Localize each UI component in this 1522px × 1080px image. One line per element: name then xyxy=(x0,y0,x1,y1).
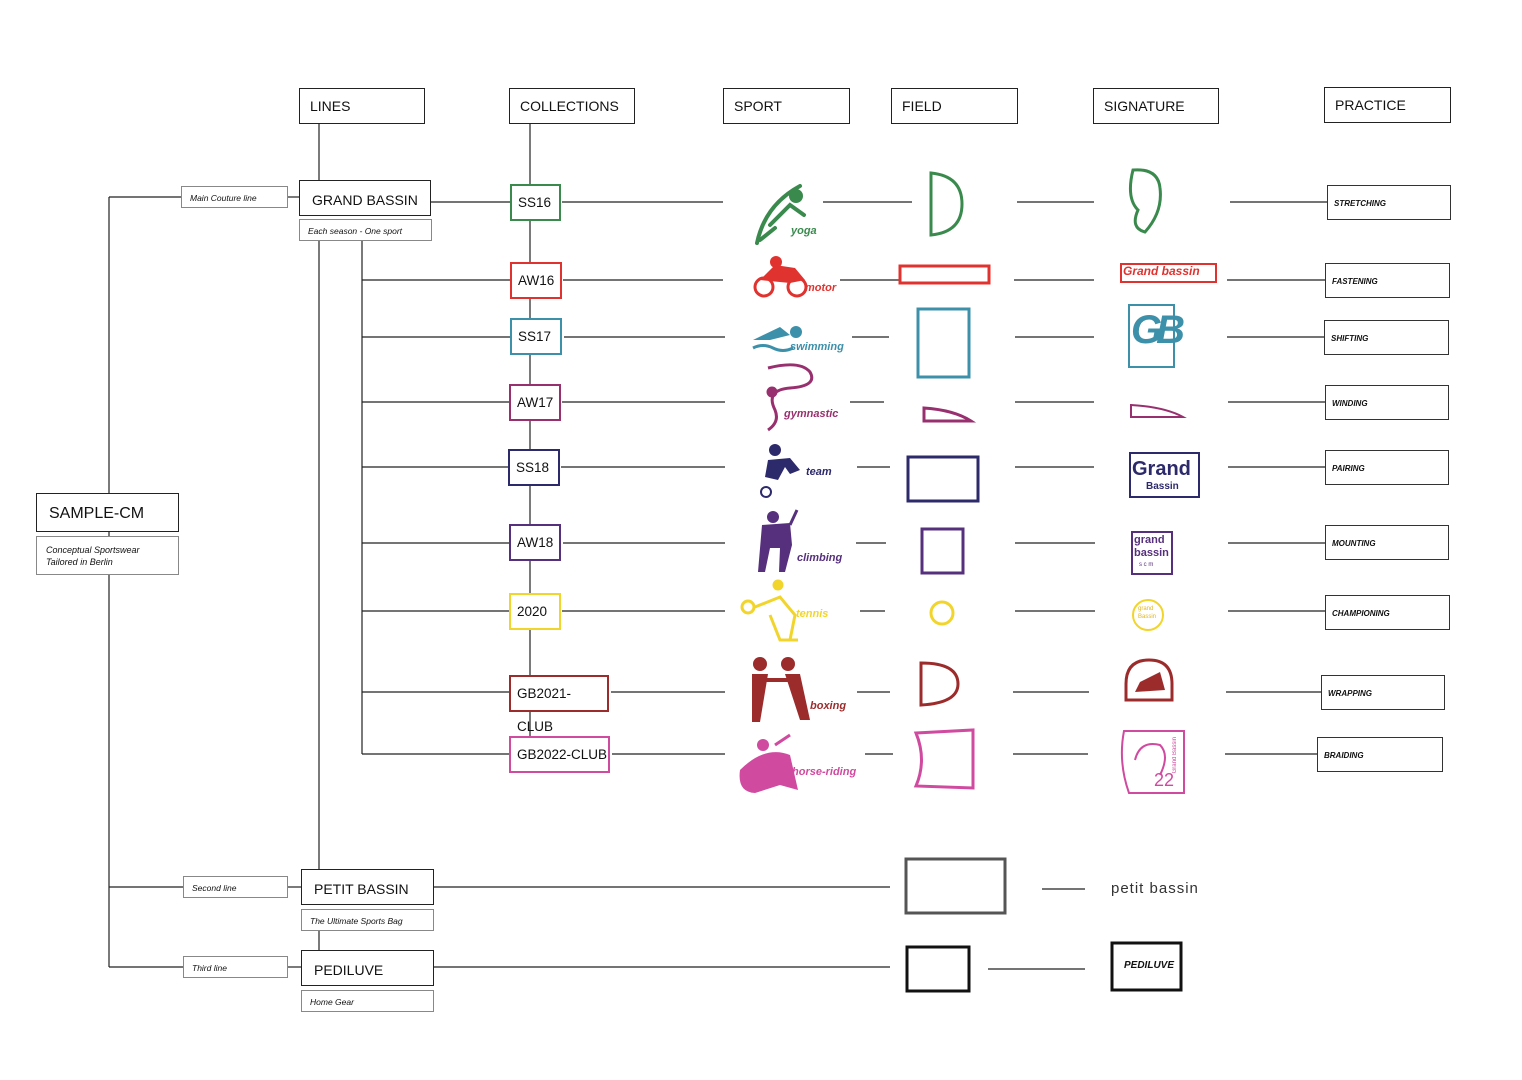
line-note-petit-bassin: The Ultimate Sports Bag xyxy=(301,909,434,931)
header-collections: COLLECTIONS xyxy=(509,88,635,124)
horse-riding-icon xyxy=(739,733,798,793)
signature-2020-text2: Bassin xyxy=(1138,614,1157,620)
line-petit-bassin: PETIT BASSIN xyxy=(301,869,434,905)
boxing-icon xyxy=(752,657,810,722)
signature-gymnastic-mark xyxy=(1130,403,1187,418)
sport-label-boxing: boxing xyxy=(810,700,847,712)
field-horse-riding-shape xyxy=(913,728,975,790)
line-label-third: Third line xyxy=(183,956,288,978)
sport-label-gymnastic: gymnastic xyxy=(784,408,839,420)
sport-icons xyxy=(739,184,814,793)
field-gymnastic-shape xyxy=(922,406,977,423)
sport-label-yoga: yoga xyxy=(791,225,817,237)
signature-tennis-circle xyxy=(1132,599,1164,631)
sport-label-swimming: swimming xyxy=(790,341,844,353)
signature-pediluve-text: PEDILUVE xyxy=(1124,960,1175,971)
signature-boxing-badge xyxy=(1124,658,1174,702)
sport-label-horse-riding: horse-riding xyxy=(792,766,857,778)
team-icon xyxy=(760,444,800,498)
signature-horse-riding-badge xyxy=(1120,730,1185,794)
climbing-icon xyxy=(758,509,799,572)
yoga-icon xyxy=(755,184,806,245)
sport-label-motor: motor xyxy=(805,282,837,294)
signature-aw18-text3: s c m xyxy=(1139,562,1154,568)
sport-label-tennis: tennis xyxy=(796,608,829,620)
signature-petit-text: petit bassin xyxy=(1111,880,1199,897)
root-title: SAMPLE-CM xyxy=(36,493,179,532)
signature-team-frame xyxy=(1129,452,1200,498)
collection-ss16: SS16 xyxy=(510,184,561,221)
signature-yoga-logo xyxy=(1128,168,1162,234)
field-yoga-shape xyxy=(929,171,964,237)
collection-aw17: AW17 xyxy=(509,384,561,421)
field-boxing-shape xyxy=(919,661,960,707)
signature-2020-text1: grand xyxy=(1138,606,1154,612)
sport-label-team: team xyxy=(806,466,832,478)
header-lines: LINES xyxy=(299,88,425,124)
signature-aw18-text1: grand xyxy=(1134,534,1165,546)
practice-braiding: BRAIDING xyxy=(1317,737,1443,772)
gymnastic-icon xyxy=(766,363,814,432)
practice-fastening: FASTENING xyxy=(1325,263,1450,298)
header-practice: PRACTICE xyxy=(1324,87,1451,123)
signature-aw18-text2: bassin xyxy=(1134,547,1169,559)
root-subtitle: Conceptual Sportswear Tailored in Berlin xyxy=(36,536,179,575)
practice-pairing: PAIRING xyxy=(1325,450,1449,485)
field-tennis-shape xyxy=(929,600,955,626)
signature-aw16-text: Grand bassin xyxy=(1123,264,1200,278)
sport-label-climbing: climbing xyxy=(797,552,843,564)
field-pediluve-shape xyxy=(905,945,971,993)
collection-gb2021-club: GB2021-CLUB xyxy=(509,675,609,734)
practice-shifting: SHIFTING xyxy=(1324,320,1449,355)
collection-2020: 2020 xyxy=(509,593,561,630)
field-climbing-shape xyxy=(920,527,965,575)
signature-climbing-frame xyxy=(1131,531,1173,575)
header-signature: SIGNATURE xyxy=(1093,88,1219,124)
signature-swimming-frame xyxy=(1128,304,1175,368)
signature-gb2022-text: Grand Bassin xyxy=(1172,737,1178,774)
field-swimming-shape xyxy=(916,307,971,379)
root-subtitle-line1: Conceptual Sportswear xyxy=(46,545,140,555)
header-field: FIELD xyxy=(891,88,1018,124)
signature-pediluve-frame xyxy=(1110,941,1183,992)
line-note-grand-bassin: Each season - One sport xyxy=(299,219,432,241)
signature-gb2022-number: 22 xyxy=(1154,770,1175,790)
line-label-second: Second line xyxy=(183,876,288,898)
signature-graphics xyxy=(1110,168,1217,992)
header-sport: SPORT xyxy=(723,88,850,124)
tennis-icon xyxy=(740,579,798,642)
motor-icon xyxy=(753,256,808,298)
line-grand-bassin: GRAND BASSIN xyxy=(299,180,431,216)
practice-winding: WINDING xyxy=(1325,385,1449,420)
collection-ss17: SS17 xyxy=(510,318,562,355)
practice-wrapping: WRAPPING xyxy=(1321,675,1445,710)
collection-ss18: SS18 xyxy=(508,449,560,486)
field-motor-shape xyxy=(898,264,991,285)
practice-mounting: MOUNTING xyxy=(1325,525,1449,560)
signature-ss18-text1: Grand xyxy=(1132,458,1191,480)
signature-ss17-text: GB xyxy=(1131,308,1185,352)
practice-championing: CHAMPIONING xyxy=(1325,595,1450,630)
line-label-main: Main Couture line xyxy=(181,186,288,208)
collection-aw16: AW16 xyxy=(510,262,562,299)
signature-motor-frame xyxy=(1120,263,1217,283)
collection-aw18: AW18 xyxy=(509,524,561,561)
line-pediluve: PEDILUVE xyxy=(301,950,434,986)
field-team-shape xyxy=(906,455,980,503)
signature-ss18-text2: Bassin xyxy=(1146,481,1179,492)
root-subtitle-line2: Tailored in Berlin xyxy=(46,557,113,567)
field-petit-shape xyxy=(904,857,1007,915)
collection-gb2022-club: GB2022-CLUB xyxy=(509,736,610,773)
swimming-icon xyxy=(752,326,802,352)
practice-stretching: STRETCHING xyxy=(1327,185,1451,220)
line-note-pediluve: Home Gear xyxy=(301,990,434,1012)
